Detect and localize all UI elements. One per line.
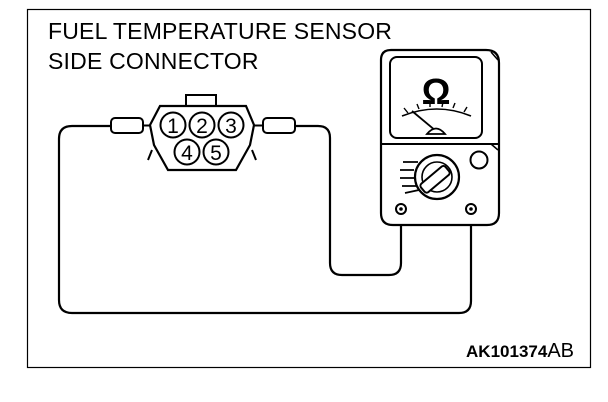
figure-code-suffix: AB [547, 340, 574, 362]
probe-left [110, 117, 170, 134]
svg-text:2: 2 [196, 115, 208, 138]
svg-text:1: 1 [167, 115, 179, 138]
sensor-connector: 1 2 3 4 5 [147, 94, 257, 172]
svg-text:3: 3 [225, 115, 237, 138]
caption-line-1: FUEL TEMPERATURE SENSOR [48, 18, 393, 44]
svg-text:4: 4 [181, 142, 193, 165]
figure-code-number: AK101374 [466, 342, 548, 361]
figure-frame [26, 8, 592, 369]
pin-2: 2 [188, 111, 216, 139]
zero-adjust-knob [469, 150, 489, 170]
meter-display [389, 56, 483, 139]
ohm-symbol: Ω [422, 71, 451, 112]
pin-3: 3 [217, 111, 245, 139]
ohmmeter: Ω [379, 48, 501, 227]
test-lead-right [294, 124, 403, 277]
caption-line-2: SIDE CONNECTOR [48, 48, 259, 74]
pin-1: 1 [159, 111, 187, 139]
pin-4: 4 [173, 138, 201, 166]
svg-text:5: 5 [210, 142, 222, 165]
test-lead-left [57, 124, 473, 315]
pin-5: 5 [202, 138, 230, 166]
meter-needle [411, 110, 437, 132]
connector-latch [185, 94, 217, 107]
range-selector-dial [400, 153, 461, 201]
figure-code: AK101374AB [466, 340, 574, 363]
probe-right [233, 117, 296, 134]
meter-scale [401, 108, 472, 117]
